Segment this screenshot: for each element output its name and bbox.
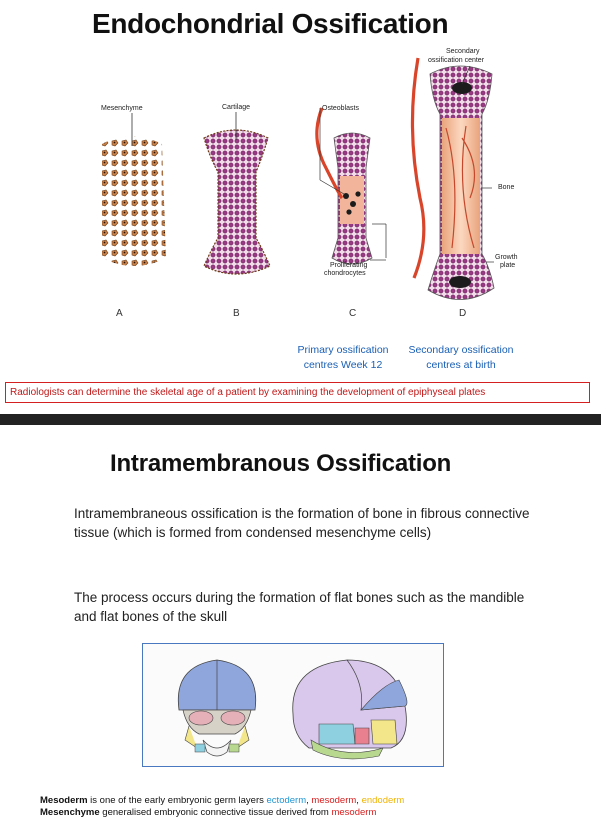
- stage-letter-b: B: [233, 308, 240, 319]
- caption-secondary-line-1: Secondary ossification: [408, 344, 514, 356]
- mesenchyme-definition: generalised embryonic connective tissue …: [99, 807, 332, 818]
- separator-1: ,: [306, 795, 312, 806]
- germ-layer-ectoderm: ectoderm: [266, 795, 307, 806]
- term-mesenchyme: Mesenchyme: [40, 807, 100, 818]
- label-osteoblasts: Osteoblasts: [322, 105, 359, 112]
- stage-letter-c: C: [349, 308, 357, 319]
- label-growth-plate-2: plate: [500, 262, 516, 269]
- stage-a-mesenchyme-figure: [102, 113, 166, 266]
- germ-layer-mesoderm: mesoderm: [311, 795, 357, 806]
- label-proliferating-chondrocytes-2: chondrocytes: [324, 270, 366, 277]
- skull-lateral-view: [292, 659, 408, 760]
- skull-illustration: [142, 643, 444, 767]
- caption-primary-ossification: Primary ossification centres Week 12: [284, 343, 402, 373]
- stage-d-secondary-ossification-figure: [410, 57, 495, 300]
- mesenchyme-source-mesoderm: mesoderm: [331, 807, 377, 818]
- footer-definitions: Mesoderm is one of the early embryonic g…: [40, 795, 404, 819]
- stage-letter-d: D: [459, 308, 467, 319]
- label-cartilage: Cartilage: [222, 104, 251, 111]
- term-mesoderm: Mesoderm: [40, 795, 88, 806]
- paragraph-definition: Intramembraneous ossification is the for…: [74, 506, 530, 540]
- stage-b-cartilage-figure: [203, 112, 271, 275]
- skull-front-view: [177, 659, 257, 757]
- label-proliferating-chondrocytes-1: Proliferating: [330, 262, 368, 269]
- slide-title-intramembranous: Intramembranous Ossification: [110, 450, 452, 477]
- radiology-note-box: Radiologists can determine the skeletal …: [5, 382, 590, 403]
- caption-secondary-ossification: Secondary ossification centres at birth: [398, 343, 524, 373]
- label-secondary-ossification-center-2: ossification center: [428, 57, 485, 64]
- paragraph-flat-bones: The process occurs during the formation …: [74, 590, 525, 624]
- caption-primary-line-1: Primary ossification: [297, 344, 389, 356]
- mesoderm-definition: is one of the early embryonic germ layer…: [87, 795, 267, 806]
- label-secondary-ossification-center-1: Secondary: [446, 48, 480, 55]
- caption-primary-line-2: centres Week 12: [303, 359, 383, 371]
- footer-line-mesoderm: Mesoderm is one of the early embryonic g…: [40, 795, 404, 807]
- label-growth-plate-1: Growth: [495, 254, 518, 261]
- label-mesenchyme: Mesenchyme: [101, 105, 143, 112]
- germ-layer-endoderm: endoderm: [361, 795, 405, 806]
- stage-c-primary-ossification-figure: [315, 107, 387, 265]
- endochondral-diagram: [90, 48, 530, 322]
- slide-title-endochondral: Endochondrial Ossification: [92, 8, 449, 39]
- separator-2: ,: [356, 795, 362, 806]
- stage-letter-a: A: [116, 308, 123, 319]
- footer-line-mesenchyme: Mesenchyme generalised embryonic connect…: [40, 807, 404, 819]
- slide-divider: [0, 414, 601, 425]
- label-bone: Bone: [498, 184, 515, 191]
- caption-secondary-line-2: centres at birth: [426, 359, 496, 371]
